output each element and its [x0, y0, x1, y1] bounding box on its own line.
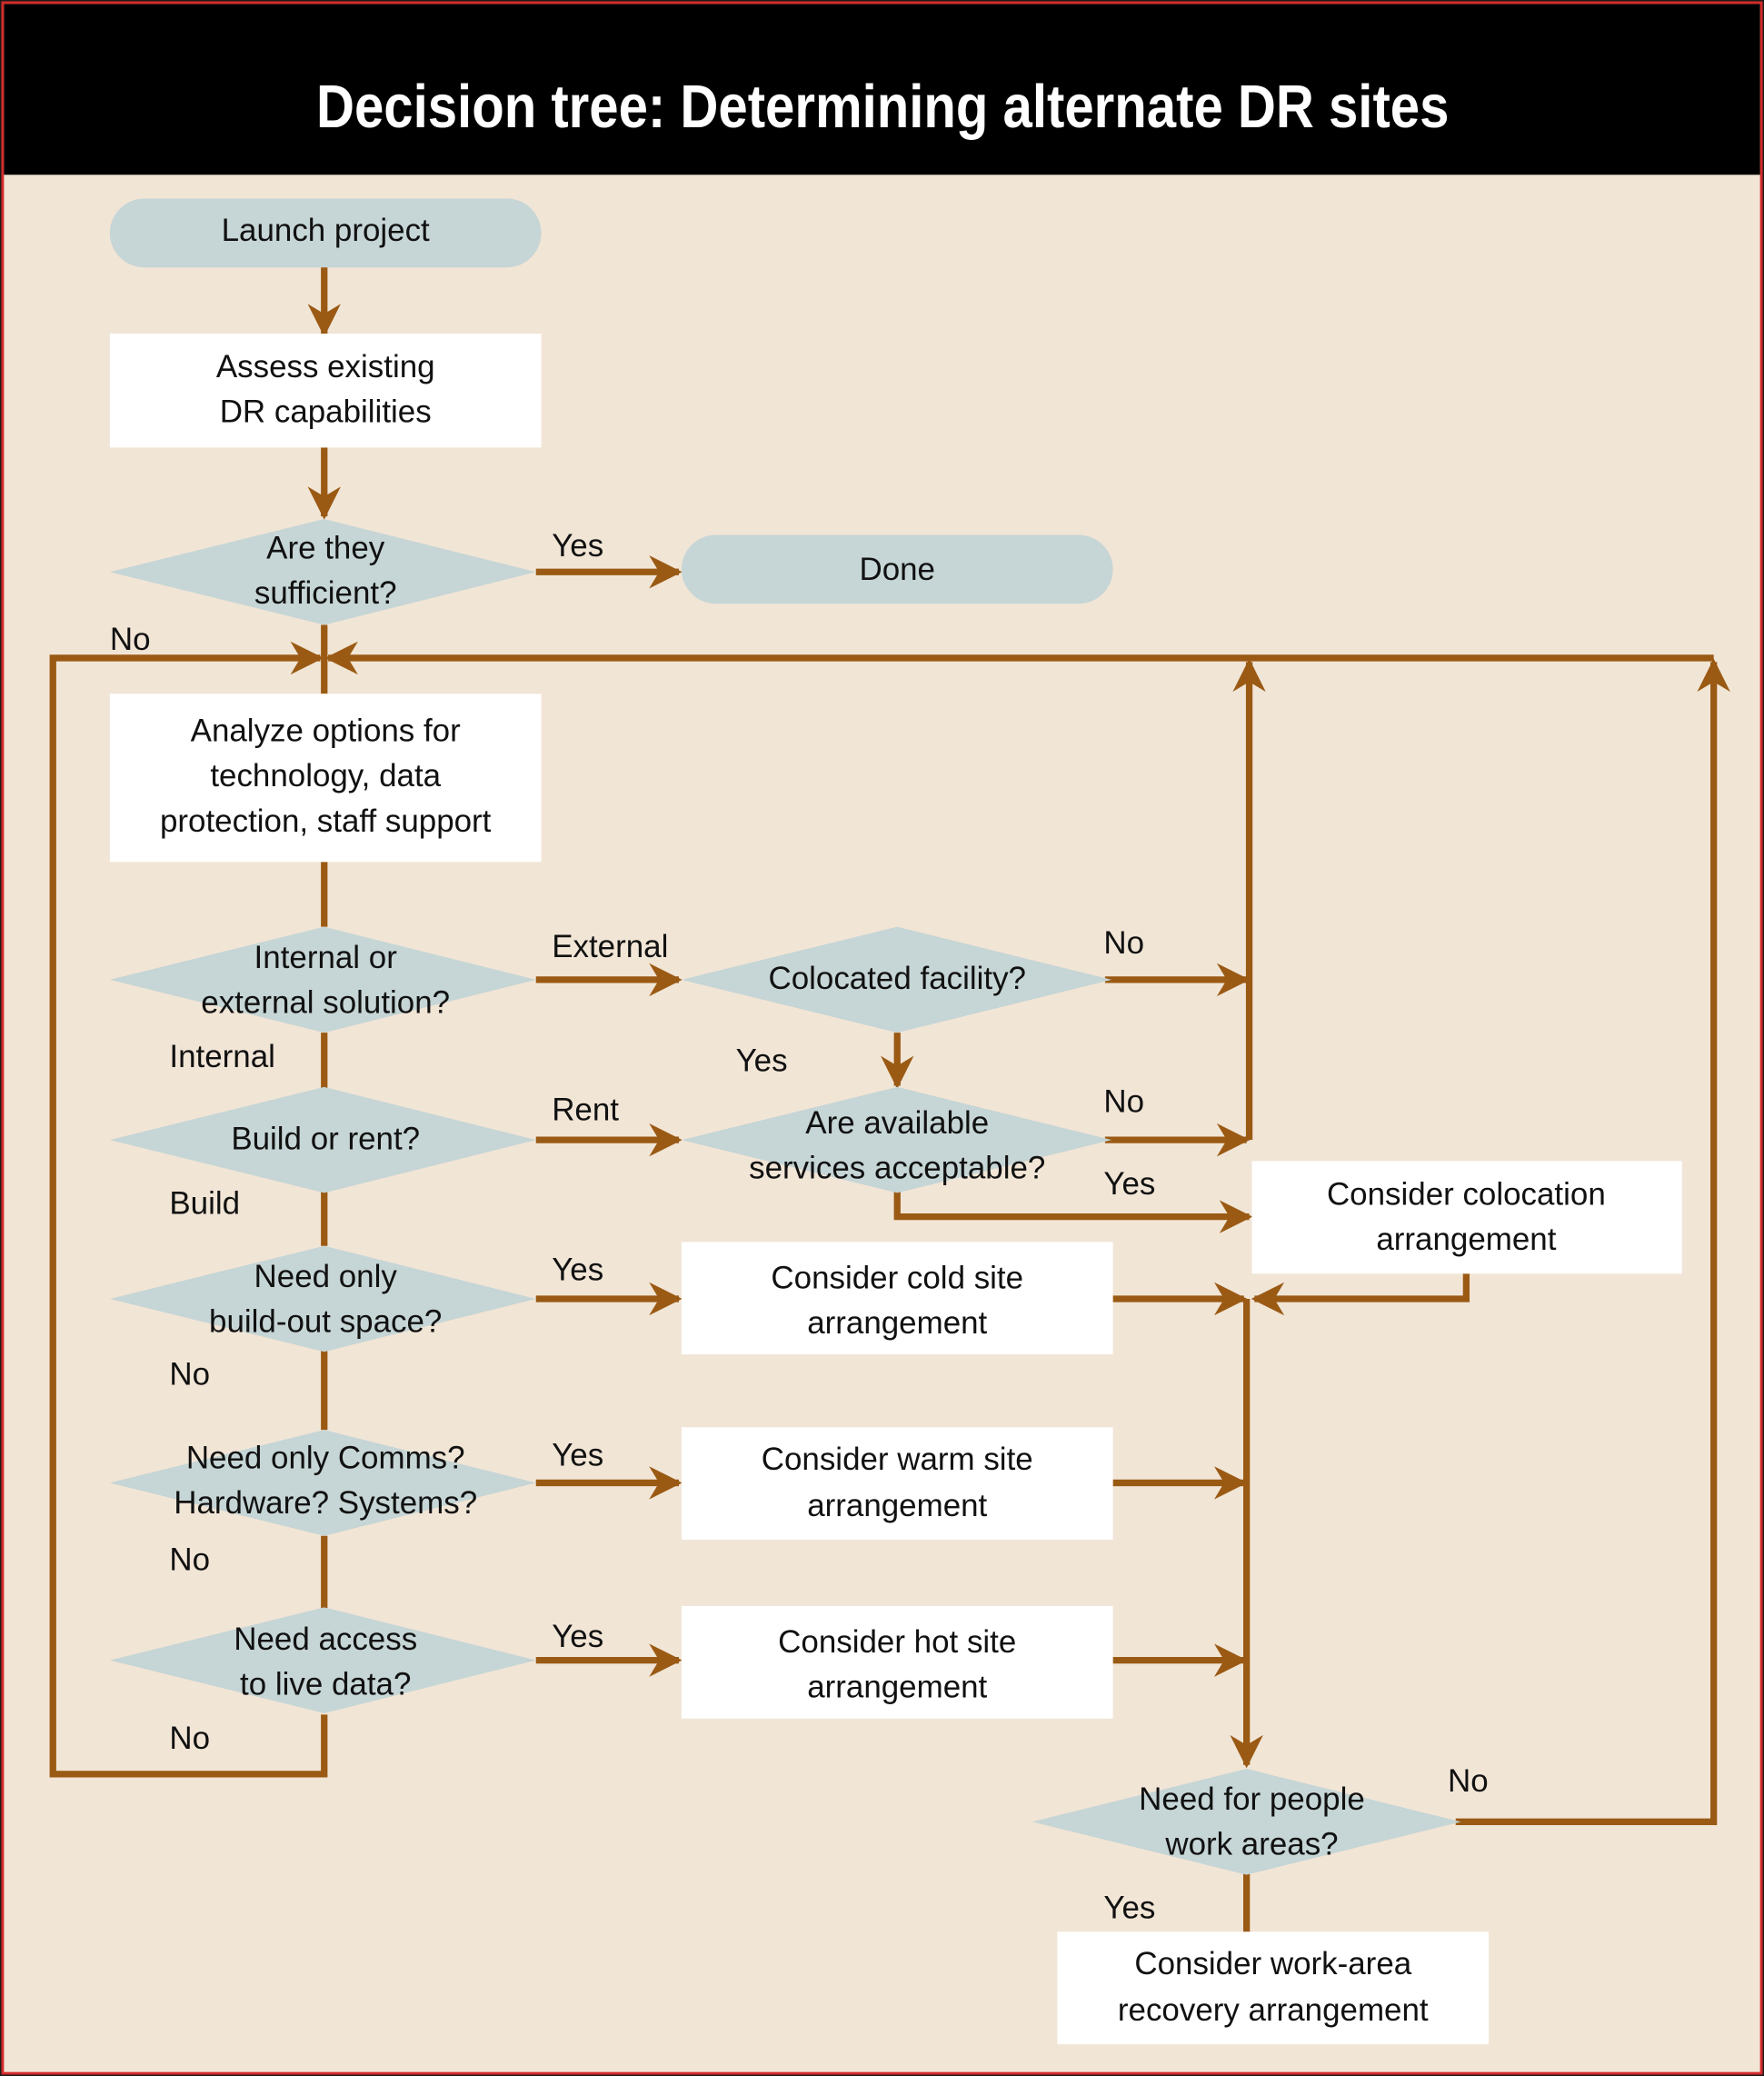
node-colocation-label: Consider colocation	[1327, 1177, 1606, 1213]
node-colocation-label: arrangement	[1376, 1222, 1556, 1257]
node-people-label: work areas?	[1164, 1827, 1338, 1862]
edge-label: Yes	[736, 1043, 788, 1078]
node-hot-label: Consider hot site	[778, 1624, 1016, 1660]
edge-loop-left	[49, 641, 328, 1778]
node-cold	[681, 1242, 1113, 1355]
edge-label: No	[1103, 925, 1144, 961]
node-assess-label: DR capabilities	[220, 394, 432, 430]
edge-label: Yes	[1103, 1166, 1155, 1202]
node-sufficient	[109, 519, 536, 625]
edge-label: Rent	[552, 1092, 619, 1127]
node-workarea-label: Consider work-area	[1134, 1946, 1411, 1981]
node-warm-label: arrangement	[807, 1488, 987, 1523]
edge-people-no	[1455, 658, 1730, 1825]
node-livedata-label: Need access	[234, 1622, 417, 1657]
node-hot-label: arrangement	[807, 1669, 987, 1704]
header-bar	[4, 4, 1760, 175]
node-comms	[109, 1430, 536, 1536]
edge-colocation-out	[1251, 1273, 1470, 1316]
node-colocated	[681, 926, 1112, 1033]
node-int-ext-label: external solution?	[201, 984, 450, 1020]
edge-label: External	[552, 929, 668, 964]
node-workarea	[1057, 1931, 1490, 2045]
edge-label: No	[169, 1721, 210, 1756]
node-warm	[681, 1427, 1113, 1541]
edge-label: No	[110, 622, 151, 657]
edge-label: Yes	[552, 1437, 603, 1472]
edge-label: Internal	[169, 1039, 275, 1074]
edge-label: Build	[169, 1186, 240, 1222]
diagram-title: Decision tree: Determining alternate DR …	[316, 73, 1449, 141]
node-colocation	[1251, 1161, 1682, 1274]
node-workarea-label: recovery arrangement	[1118, 1992, 1429, 2028]
node-livedata	[109, 1607, 536, 1713]
node-sufficient-label: Are they	[266, 531, 385, 566]
edge-label: No	[169, 1542, 210, 1578]
node-buildout-label: Need only	[254, 1259, 398, 1294]
node-sufficient-label: sufficient?	[254, 575, 397, 611]
node-analyze-label: Analyze options for	[191, 714, 461, 749]
edge-label: No	[169, 1357, 210, 1392]
edge-label: Yes	[1103, 1891, 1155, 1926]
connectors	[49, 265, 1730, 1933]
node-assess	[109, 334, 542, 448]
node-int-ext	[109, 926, 536, 1033]
node-int-ext-label: Internal or	[254, 940, 398, 975]
edge-labels: Yes No External Internal No Yes Rent Bui…	[110, 528, 1489, 1926]
edge-label: No	[1448, 1763, 1489, 1799]
node-people-label: Need for people	[1139, 1782, 1365, 1817]
node-livedata-label: to live data?	[240, 1666, 411, 1702]
node-analyze-label: technology, data	[210, 758, 441, 793]
node-buildout-label: build-out space?	[209, 1303, 442, 1339]
node-hot	[681, 1605, 1113, 1719]
node-comms-label: Need only Comms?	[186, 1440, 465, 1475]
node-warm-label: Consider warm site	[762, 1442, 1033, 1477]
edge-services-yes	[893, 1191, 1253, 1233]
node-launch	[109, 198, 542, 268]
edge-label: Yes	[552, 1253, 603, 1288]
node-build-rent	[109, 1086, 536, 1193]
node-assess-label: Assess existing	[216, 349, 435, 384]
node-cold-label: Consider cold site	[771, 1260, 1023, 1295]
node-build-rent-label: Build or rent?	[231, 1121, 420, 1156]
node-analyze	[109, 694, 542, 863]
node-cold-label: arrangement	[807, 1305, 987, 1341]
edge-label: Yes	[552, 528, 603, 564]
node-comms-label: Hardware? Systems?	[174, 1485, 477, 1521]
edge-label: No	[1103, 1084, 1144, 1120]
edge-label: Yes	[552, 1619, 603, 1654]
node-services-label: services acceptable?	[749, 1150, 1045, 1185]
node-launch-label: Launch project	[222, 213, 430, 248]
node-services-label: Are available	[805, 1105, 989, 1141]
node-services	[681, 1086, 1112, 1193]
node-colocated-label: Colocated facility?	[769, 961, 1026, 996]
node-done-label: Done	[859, 552, 935, 587]
node-done	[681, 534, 1113, 604]
node-analyze-label: protection, staff support	[160, 803, 492, 839]
node-buildout	[109, 1245, 536, 1352]
